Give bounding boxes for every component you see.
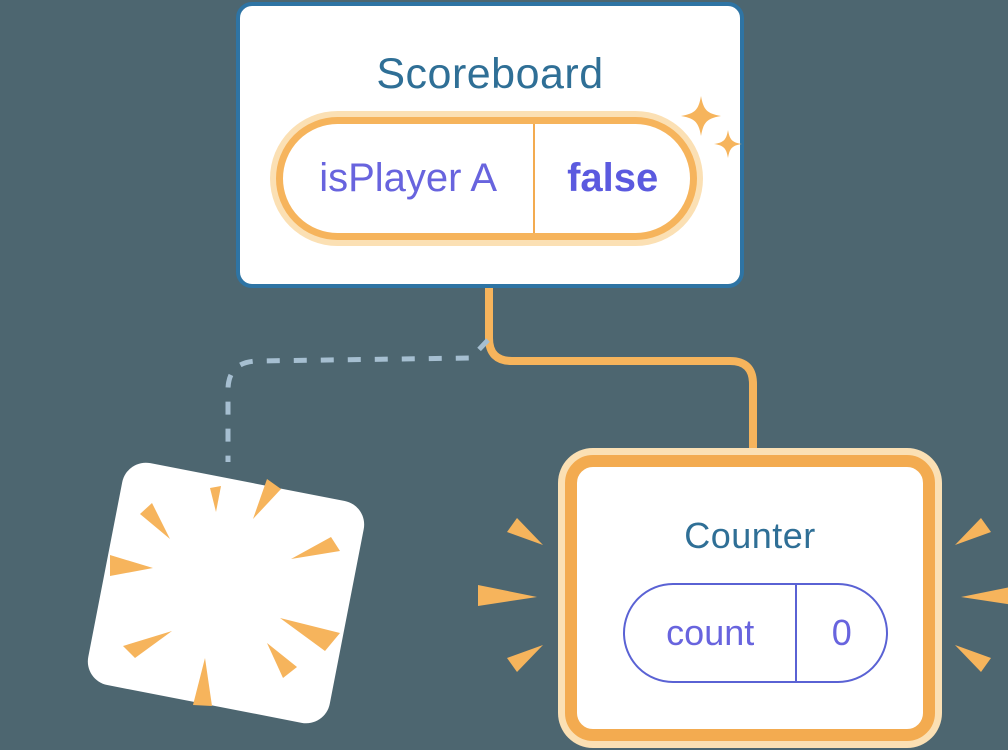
counter-title: Counter [684,515,816,556]
state-value-cell: 0 [795,585,886,681]
state-value-cell: false [533,124,690,233]
scoreboard-to-removed-dashed-connector [225,338,490,462]
poof-burst-icon [110,479,340,706]
emphasis-spikes-right-icon [955,518,1008,672]
counter-component-card: Counter count 0 [565,455,935,741]
state-label: count [666,612,755,653]
state-value: 0 [831,612,852,653]
scoreboard-component-card: Scoreboard isPlayer A false [236,2,744,288]
counter-state-pill: count 0 [623,583,888,683]
scoreboard-state-pill: isPlayer A false [276,117,697,240]
state-label-cell: count [625,585,795,681]
scoreboard-to-counter-connector [485,285,757,458]
removed-component-card [87,462,365,724]
state-label: isPlayer A [319,156,498,200]
scoreboard-title: Scoreboard [376,50,604,98]
emphasis-spikes-left-icon [478,518,543,672]
state-value: false [567,156,659,200]
state-label-cell: isPlayer A [283,124,533,233]
